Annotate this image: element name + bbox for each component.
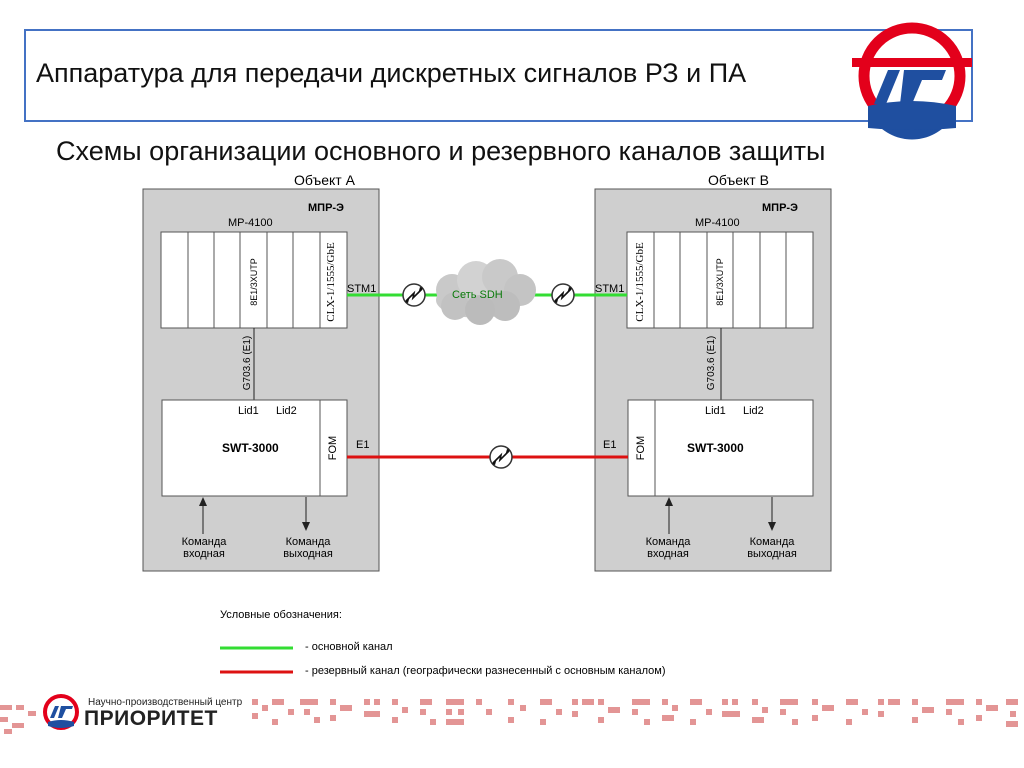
company-logo [852,22,972,140]
site-b-chassis-label: МР-4100 [695,217,740,229]
site-a-arrows [199,497,310,534]
legend-backup-text: - резервный канал (географически разнесе… [305,665,666,677]
site-b-switch [627,399,814,497]
legend-title: Условные обозначения: [220,609,342,621]
footer-brand: ПРИОРИТЕТ [84,707,218,730]
site-a-g703-label: G703.6 (E1) [242,335,253,391]
converter-icon-primary-a [402,283,426,307]
site-a-chassis [160,231,348,329]
site-a-lid2: Lid2 [276,405,297,417]
page-title: Аппаратура для передачи дискретных сигна… [36,58,747,88]
legend-primary-text: - основной канал [305,641,393,653]
site-a-switch-label: SWT-3000 [222,441,279,455]
site-b-switch-label: SWT-3000 [687,441,744,455]
site-b-lid1: Lid1 [705,405,726,417]
footer-tagline: Научно-производственный центр [88,697,243,708]
site-b-g703-label: G703.6 (E1) [706,335,717,391]
title-frame [24,29,973,122]
site-b-chassis [626,231,814,329]
site-b-e1-port: E1 [603,439,617,451]
sdh-cloud-icon [436,259,536,325]
footer-pattern [0,699,1018,734]
sdh-cloud-label: Сеть SDH [452,289,503,301]
site-a-caption: Объект А [294,172,355,188]
site-a-e1-port: E1 [356,439,370,451]
site-b-fom-label: FOM [635,435,647,461]
site-b-clx-label: CLX-1/1555/GbE [634,242,646,322]
site-b-system-label: МПР-Э [762,202,798,214]
site-a-stm-port: STM1 [347,283,377,295]
site-b-caption: Объект В [708,172,769,188]
site-a-chassis-label: МР-4100 [228,217,273,229]
page-subtitle: Схемы организации основного и резервного… [56,136,826,166]
site-a-fom-label: FOM [327,435,339,461]
site-b-module-label: 8E1/3XUTP [715,258,725,306]
site-a-lid1: Lid1 [238,405,259,417]
footer-logo-icon [43,694,79,730]
site-b-arrows [665,497,776,534]
converter-icon-backup [489,445,513,469]
converter-icon-primary-b [551,283,575,307]
site-a-clx-label: CLX-1/1555/GbE [325,242,337,322]
site-a-system-label: МПР-Э [308,202,344,214]
site-a-module-label: 8E1/3XUTP [249,258,259,306]
site-b-lid2: Lid2 [743,405,764,417]
site-b-stm-port: STM1 [595,283,625,295]
site-a-switch [161,399,348,497]
